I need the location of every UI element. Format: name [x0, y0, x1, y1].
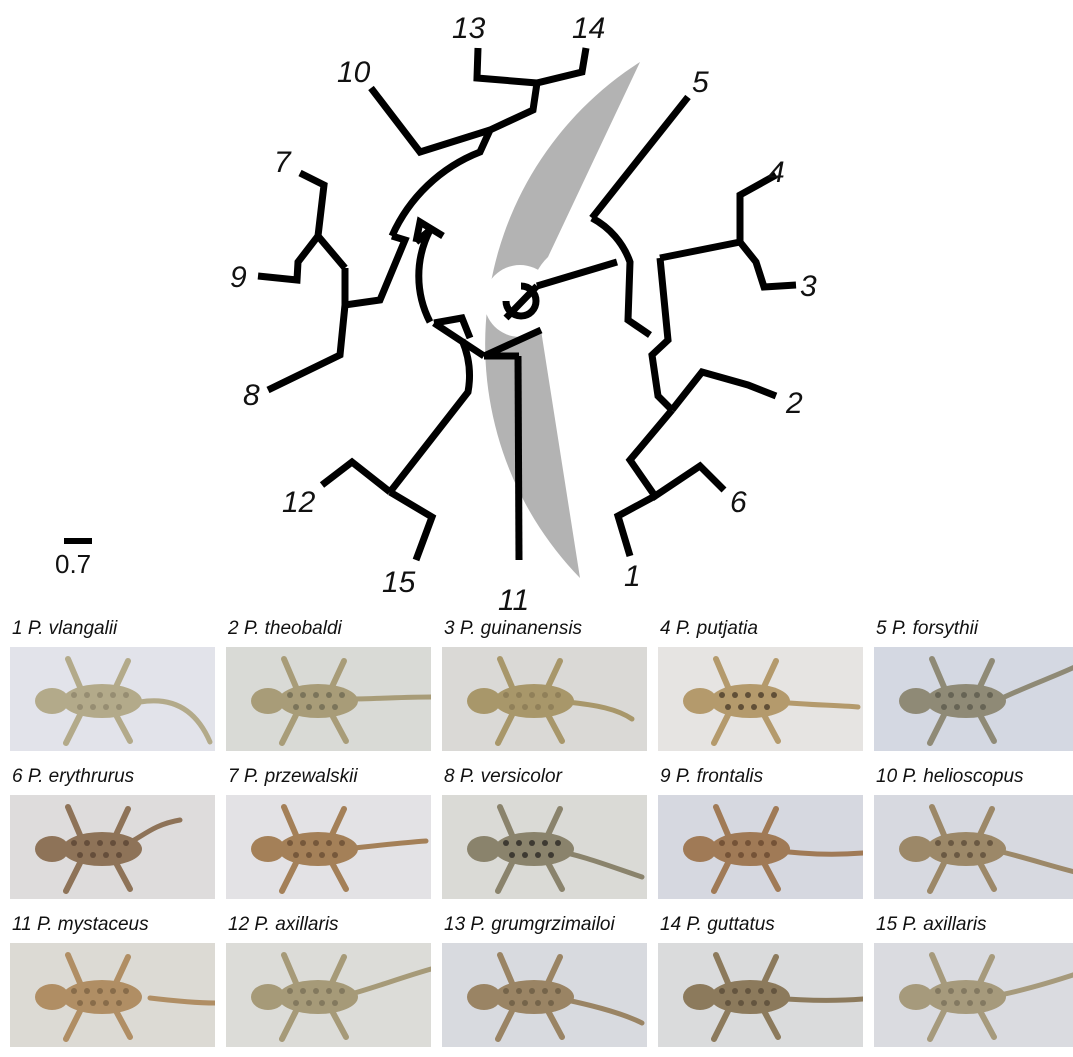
species-card: 11 P. mystaceus: [10, 914, 215, 1050]
lizard-photo: [874, 943, 1073, 1047]
lizard-photo: [226, 647, 431, 751]
species-caption: 8 P. versicolor: [444, 766, 562, 788]
lizard-photo: [874, 647, 1073, 751]
species-caption: 1 P. vlangalii: [12, 618, 117, 640]
species-card: 12 P. axillaris: [226, 914, 431, 1050]
scale-bar-line: [64, 538, 92, 544]
species-card: 13 P. grumgrzimailoi: [442, 914, 647, 1050]
lizard-photo: [10, 647, 215, 751]
species-caption: 2 P. theobaldi: [228, 618, 342, 640]
species-card: 6 P. erythrurus: [10, 766, 215, 902]
species-card: 7 P. przewalskii: [226, 766, 431, 902]
tip-label-12: 12: [282, 486, 316, 519]
lizard-photo: [442, 795, 647, 899]
species-card: 9 P. frontalis: [658, 766, 863, 902]
tip-label-3: 3: [800, 270, 817, 303]
species-caption: 7 P. przewalskii: [228, 766, 358, 788]
tip-label-6: 6: [730, 486, 747, 519]
species-caption: 12 P. axillaris: [228, 914, 339, 936]
lizard-photo: [658, 647, 863, 751]
species-card: 3 P. guinanensis: [442, 618, 647, 754]
tip-label-2: 2: [785, 387, 803, 420]
lizard-photo: [226, 943, 431, 1047]
tip-label-10: 10: [337, 56, 371, 89]
tip-label-11: 11: [498, 584, 529, 617]
lizard-photo: [442, 647, 647, 751]
species-caption: 4 P. putjatia: [660, 618, 758, 640]
species-card: 2 P. theobaldi: [226, 618, 431, 754]
tip-label-9: 9: [230, 261, 247, 294]
species-card: 14 P. guttatus: [658, 914, 863, 1050]
species-card: 1 P. vlangalii: [10, 618, 215, 754]
species-caption: 14 P. guttatus: [660, 914, 775, 936]
tip-label-4: 4: [768, 156, 785, 189]
lizard-photo: [874, 795, 1073, 899]
species-card: 8 P. versicolor: [442, 766, 647, 902]
tip-label-7: 7: [274, 146, 292, 179]
phylogenetic-tree: 1 2 3 4 5 6 7 8 9 10 11 12 13 14 15 0.7: [0, 0, 1073, 618]
lizard-photo: [658, 943, 863, 1047]
species-caption: 6 P. erythrurus: [12, 766, 134, 788]
tip-label-13: 13: [452, 12, 486, 45]
tip-label-14: 14: [572, 12, 605, 45]
species-caption: 11 P. mystaceus: [12, 914, 149, 936]
species-caption: 13 P. grumgrzimailoi: [444, 914, 615, 936]
species-card: 4 P. putjatia: [658, 618, 863, 754]
scale-bar-label: 0.7: [55, 549, 91, 579]
tip-label-8: 8: [243, 379, 260, 412]
species-card: 5 P. forsythii: [874, 618, 1073, 754]
species-caption: 9 P. frontalis: [660, 766, 763, 788]
lizard-photo: [10, 943, 215, 1047]
scale-bar: 0.7: [55, 538, 92, 579]
species-caption: 3 P. guinanensis: [444, 618, 582, 640]
lizard-photo: [658, 795, 863, 899]
species-photo-grid: 1 P. vlangalii 2 P. theobaldi 3 P. guinane…: [0, 618, 1073, 1057]
lizard-photo: [10, 795, 215, 899]
species-caption: 10 P. helioscopus: [876, 766, 1024, 788]
species-caption: 5 P. forsythii: [876, 618, 978, 640]
species-caption: 15 P. axillaris: [876, 914, 987, 936]
tip-label-1: 1: [624, 560, 641, 593]
tip-label-15: 15: [382, 566, 416, 599]
tip-label-5: 5: [692, 66, 709, 99]
lizard-photo: [226, 795, 431, 899]
species-card: 15 P. axillaris: [874, 914, 1073, 1050]
lizard-photo: [442, 943, 647, 1047]
species-card: 10 P. helioscopus: [874, 766, 1073, 902]
